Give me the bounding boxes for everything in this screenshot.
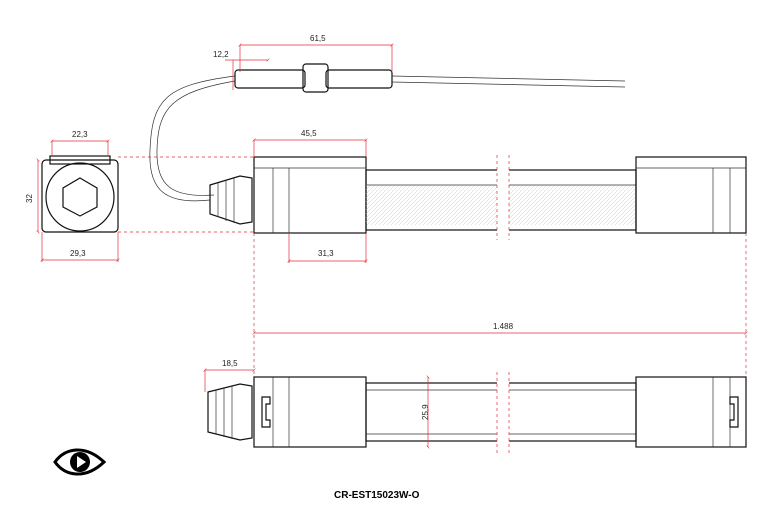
end-cap-length-label: 45,5: [301, 129, 317, 138]
top-view: 18,5 25,9: [203, 359, 747, 455]
side-view: 45,5 31,3: [209, 129, 747, 263]
cable-overall-length-label: 61,5: [310, 34, 326, 43]
gland-length-label: 18,5: [222, 359, 238, 368]
cable-assembly: 61,5 12,2: [149, 34, 626, 202]
end-cap-inner-length-label: 31,3: [318, 249, 334, 258]
end-view: 22,3 32 29,3: [25, 130, 254, 262]
end-cap-height-label: 32: [25, 194, 34, 203]
body-height-label: 25,9: [421, 404, 430, 420]
product-code: CR-EST15023W-O: [334, 490, 420, 501]
eye-icon: [53, 448, 107, 476]
end-cap-base-width-label: 29,3: [70, 249, 86, 258]
overall-length-dimension: 1.488: [252, 233, 748, 375]
end-cap-width-label: 22,3: [72, 130, 88, 139]
cable-connector-length-label: 12,2: [213, 50, 229, 59]
overall-length-label: 1.488: [493, 322, 514, 331]
